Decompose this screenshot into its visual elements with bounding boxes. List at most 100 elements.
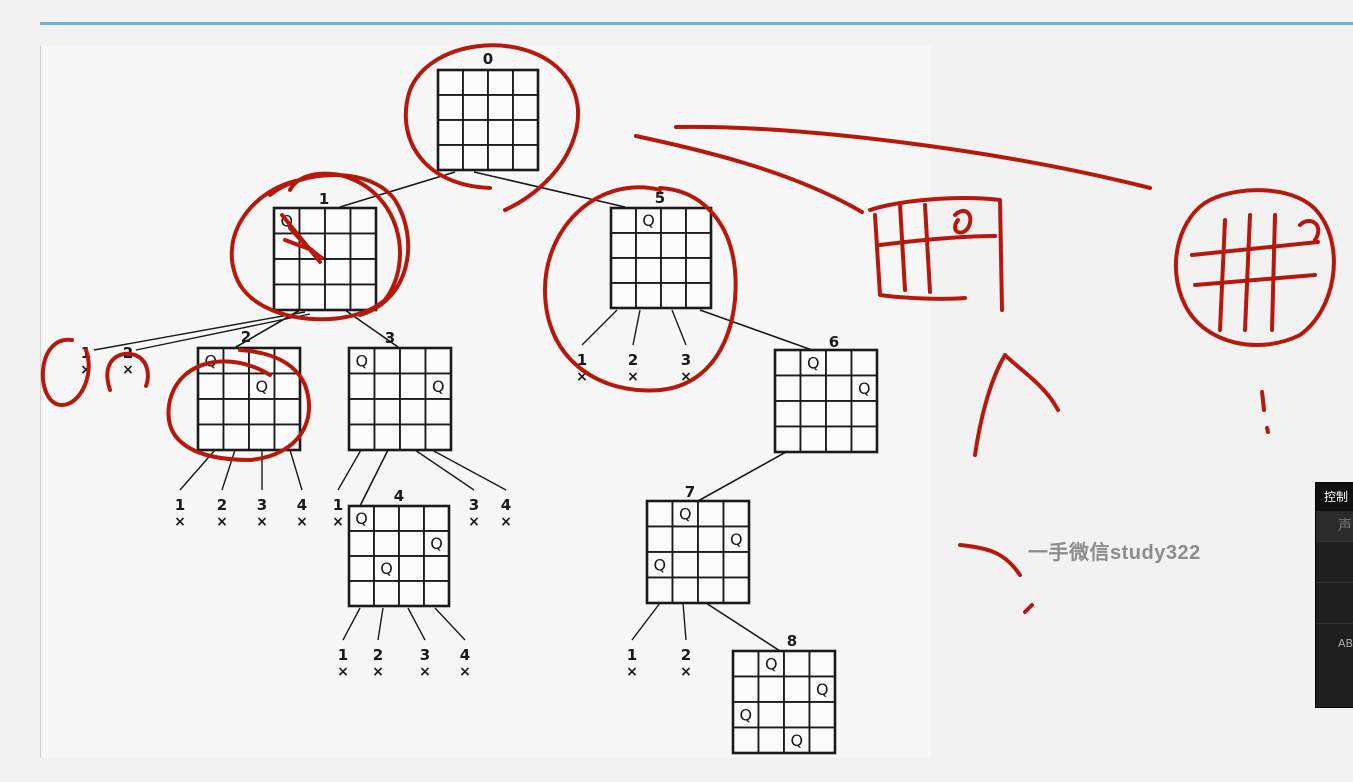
board-frame: [609, 206, 713, 310]
panel-item[interactable]: [1316, 582, 1353, 623]
board-cell: [722, 500, 750, 528]
queen-marker: Q: [730, 530, 743, 549]
branch-label: 2: [681, 646, 691, 664]
board-cell: [783, 675, 811, 703]
fail-mark: ×: [372, 664, 384, 680]
board-cell: [398, 530, 425, 557]
board-cell: [222, 423, 250, 451]
board-cell: [774, 374, 802, 402]
board-cell: [487, 144, 514, 171]
fail-mark: ×: [332, 514, 344, 530]
board-cell: [722, 525, 750, 553]
board-cell: [825, 374, 853, 402]
branch-line: [377, 607, 384, 641]
board-cell: [423, 580, 450, 607]
board-cell: [373, 347, 401, 375]
board-cell: [349, 207, 377, 235]
control-panel[interactable]: 控制 声 AB: [1315, 482, 1353, 708]
queen-marker: Q: [807, 353, 820, 372]
board-cell: [399, 372, 427, 400]
fail-mark: ×: [627, 369, 639, 385]
board-cell: [512, 94, 539, 121]
board-cell: [850, 349, 878, 377]
board-cell: [437, 94, 464, 121]
board-cell: [635, 232, 662, 259]
board-cell: [757, 701, 785, 729]
board-cell: [610, 232, 637, 259]
fail-mark: ×: [80, 362, 92, 378]
watermark-text: 一手微信study322: [1028, 542, 1201, 564]
failed-branch: 3×: [256, 450, 268, 530]
circle-node-5: [543, 185, 738, 393]
caret-mark: [973, 353, 1060, 457]
failed-branch: 3×: [671, 309, 692, 385]
branch-line: [407, 607, 426, 641]
branch-label: 4: [501, 496, 511, 514]
panel-item[interactable]: [1316, 541, 1353, 582]
failed-branch: 3×: [414, 449, 480, 530]
board-cell: [348, 398, 376, 426]
node-label: 6: [829, 333, 839, 351]
board-cell: [373, 423, 401, 451]
board-cell: [732, 650, 760, 678]
branch-line: [434, 607, 466, 641]
stroke-top-a: [634, 134, 864, 214]
branch-line: [221, 449, 236, 491]
board-cell: [635, 257, 662, 284]
failed-branch: 4×: [289, 449, 308, 530]
board-cell: [825, 425, 853, 453]
node-label: 2: [241, 328, 251, 346]
failed-branch: 4×: [434, 607, 471, 680]
board-cell: [635, 282, 662, 309]
board-cell: [348, 423, 376, 451]
panel-item[interactable]: AB: [1316, 623, 1353, 664]
tree-edge: [697, 451, 787, 502]
board-cell: [799, 400, 827, 428]
board-cell: [685, 207, 712, 234]
board-cell: [298, 283, 326, 311]
branch-line: [671, 309, 687, 346]
queen-marker: Q: [355, 351, 368, 370]
board-cell: [825, 349, 853, 377]
board-cell: [685, 257, 712, 284]
board-cell: [808, 650, 836, 678]
fail-mark: ×: [419, 664, 431, 680]
fail-mark: ×: [256, 514, 268, 530]
exclam-mark: [1260, 390, 1270, 434]
board-5: Q5: [609, 189, 713, 310]
branch-label: 1: [333, 496, 343, 514]
node-label: 5: [655, 189, 665, 207]
branch-line: [289, 449, 303, 491]
branch-line: [631, 602, 661, 641]
board-3: QQ3: [347, 329, 453, 452]
board-cell: [774, 349, 802, 377]
branch-line: [581, 309, 618, 346]
panel-item-sound[interactable]: 声: [1316, 511, 1353, 541]
board-cell: [757, 675, 785, 703]
board-cell: [697, 551, 725, 579]
board-cell: [348, 580, 375, 607]
board-cell: [757, 726, 785, 754]
board-cell: [462, 119, 489, 146]
board-cell: [697, 576, 725, 604]
board-cell: [197, 398, 225, 426]
board-cell: [348, 555, 375, 582]
branch-label: 4: [460, 646, 470, 664]
board-cell: [685, 282, 712, 309]
branch-label: 2: [217, 496, 227, 514]
board-frame: [731, 649, 837, 755]
board-cell: [783, 701, 811, 729]
failed-branch: 1×: [332, 449, 362, 530]
board-cell: [774, 400, 802, 428]
queen-marker: Q: [858, 379, 871, 398]
dash-mark: [958, 543, 1034, 614]
board-cell: [248, 398, 276, 426]
branch-label: 1: [175, 496, 185, 514]
board-cell: [783, 726, 811, 754]
board-cell: [808, 701, 836, 729]
failed-branch: 1×: [337, 607, 361, 680]
branch-label: 3: [681, 351, 691, 369]
queen-marker: Q: [642, 211, 655, 230]
